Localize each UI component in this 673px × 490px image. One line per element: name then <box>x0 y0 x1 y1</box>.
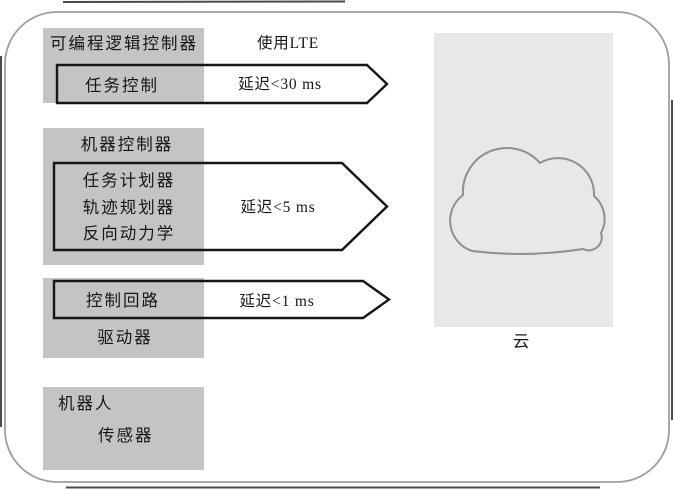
inverse-dynamics-label: 反向动力学 <box>83 224 176 243</box>
control-loop-label: 控制回路 <box>86 291 160 310</box>
latency-30ms-label: 延迟<30 ms <box>238 75 322 93</box>
machine-controller-title: 机器控制器 <box>81 135 174 154</box>
cloud-label: 云 <box>513 332 532 351</box>
plc-title: 可编程逻辑控制器 <box>50 34 198 53</box>
cloud-icon <box>449 146 606 255</box>
figure-rounded-frame <box>4 11 670 483</box>
task-control-label: 任务控制 <box>85 76 159 95</box>
lte-note-label: 使用LTE <box>257 34 319 52</box>
task-planner-label: 任务计划器 <box>83 171 176 190</box>
driver-label: 驱动器 <box>97 328 153 347</box>
robot-panel <box>43 387 204 470</box>
sensor-label: 传感器 <box>98 426 154 445</box>
task-control-arrow <box>55 63 389 105</box>
latency-1ms-label: 延迟<1 ms <box>239 292 314 310</box>
control-loop-arrow <box>52 279 392 320</box>
machine-controller-arrow <box>52 161 389 252</box>
figure-border-top <box>62 0 346 3</box>
machine-controller-panel <box>43 128 204 265</box>
robot-title: 机器人 <box>58 394 114 413</box>
trajectory-planner-label: 轨迹规划器 <box>83 198 176 217</box>
latency-5ms-label: 延迟<5 ms <box>240 198 315 216</box>
